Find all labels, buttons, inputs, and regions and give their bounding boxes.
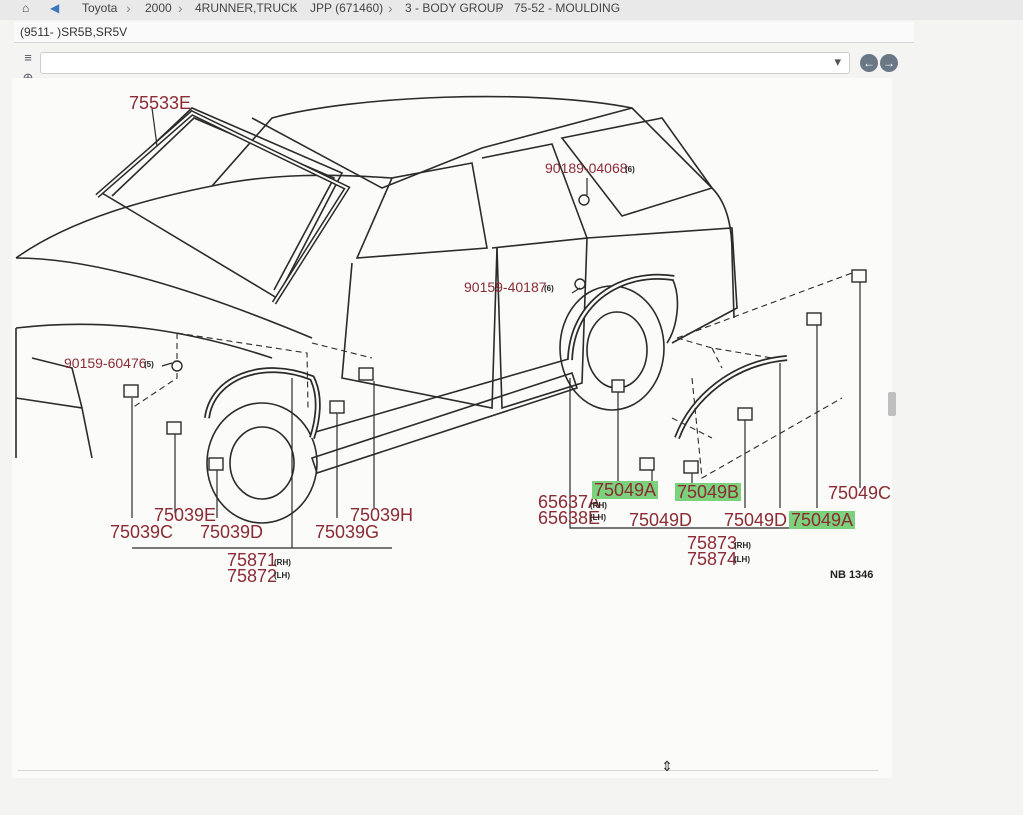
breadcrumb: ⌂ ◀ Toyota › 2000 › 4RUNNER,TRUCK › JPP … <box>0 0 1023 20</box>
menu-icon[interactable]: ≡ <box>24 50 32 65</box>
chevron-right-icon: › <box>388 0 393 16</box>
part-side-lh: (LH) <box>274 571 290 580</box>
part-label-75039h[interactable]: 75039H <box>350 505 414 525</box>
part-side-rh: (RH) <box>590 501 607 510</box>
part-label-75049c[interactable]: 75049C <box>828 483 892 503</box>
part-label-75874[interactable]: 75874 <box>687 549 738 569</box>
part-label-90189-04068[interactable]: 90189-04068 <box>545 160 628 176</box>
part-label-75533e[interactable]: 75533E <box>129 93 192 113</box>
illustration-select[interactable]: ▾ <box>40 52 850 74</box>
breadcrumb-item-section[interactable]: 75-52 - MOULDING <box>514 1 621 15</box>
part-label-75039e[interactable]: 75039E <box>154 505 217 525</box>
breadcrumb-item-region[interactable]: JPP (671460) <box>310 1 384 15</box>
chevron-right-icon: › <box>178 0 183 16</box>
breadcrumb-item-make[interactable]: Toyota <box>82 1 118 15</box>
model-filter-label: (9511- )SR5B,SR5V <box>20 25 128 39</box>
canvas-footer <box>18 770 878 779</box>
part-label-75049a-highlighted[interactable]: 75049A <box>789 510 856 530</box>
previous-button[interactable]: ← <box>860 54 878 72</box>
illustration-code: NB 1346 <box>830 569 874 581</box>
part-label-75039c[interactable]: 75039C <box>110 522 174 542</box>
back-arrow-icon[interactable]: ◀ <box>50 1 60 15</box>
vehicle-illustration <box>15 95 867 549</box>
part-side-rh: (RH) <box>274 558 291 567</box>
part-label-75039d[interactable]: 75039D <box>200 522 264 542</box>
home-icon[interactable]: ⌂ <box>22 1 30 15</box>
chevron-down-icon: ▾ <box>834 54 841 69</box>
part-label-75873[interactable]: 75873 <box>687 533 738 553</box>
part-label-75872[interactable]: 75872 <box>227 566 278 586</box>
parts-diagram[interactable]: 75533E 90189-04068 (6) 90159-40187 (6) 9… <box>12 78 892 778</box>
part-side-rh: (RH) <box>734 541 751 550</box>
next-button[interactable]: → <box>880 54 898 72</box>
zoom-in-icon[interactable]: ⊕ <box>20 70 36 86</box>
part-qty: (6) <box>625 165 635 174</box>
part-qty: (5) <box>144 360 154 369</box>
breadcrumb-item-model[interactable]: 4RUNNER,TRUCK <box>195 1 298 15</box>
part-qty: (6) <box>544 284 554 293</box>
part-label-90159-40187[interactable]: 90159-40187 <box>464 279 547 295</box>
resize-handle-icon[interactable]: ⇕ <box>661 758 673 774</box>
chevron-right-icon: › <box>498 0 503 16</box>
part-label-75049d[interactable]: 75049D <box>724 510 788 530</box>
part-side-lh: (LH) <box>590 513 606 522</box>
part-label-75871[interactable]: 75871 <box>227 550 278 570</box>
part-label-75049a-highlighted[interactable]: 75049A <box>592 480 659 500</box>
panel-splitter-handle[interactable] <box>888 392 896 416</box>
chevron-right-icon: › <box>126 0 131 16</box>
part-label-90159-60476[interactable]: 90159-60476 <box>64 355 147 371</box>
part-label-65637a[interactable]: 65637A <box>538 492 601 512</box>
part-side-lh: (LH) <box>734 555 750 564</box>
breadcrumb-item-group[interactable]: 3 - BODY GROUP <box>405 1 504 15</box>
model-filter: (9511- )SR5B,SR5V <box>14 22 914 43</box>
part-label-75049b-highlighted[interactable]: 75049B <box>675 482 742 502</box>
part-label-75039g[interactable]: 75039G <box>315 522 380 542</box>
chevron-right-icon: › <box>292 0 297 16</box>
part-label-65638e[interactable]: 65638E <box>538 508 601 528</box>
breadcrumb-item-year[interactable]: 2000 <box>145 1 172 15</box>
part-label-75049d[interactable]: 75049D <box>629 510 693 530</box>
